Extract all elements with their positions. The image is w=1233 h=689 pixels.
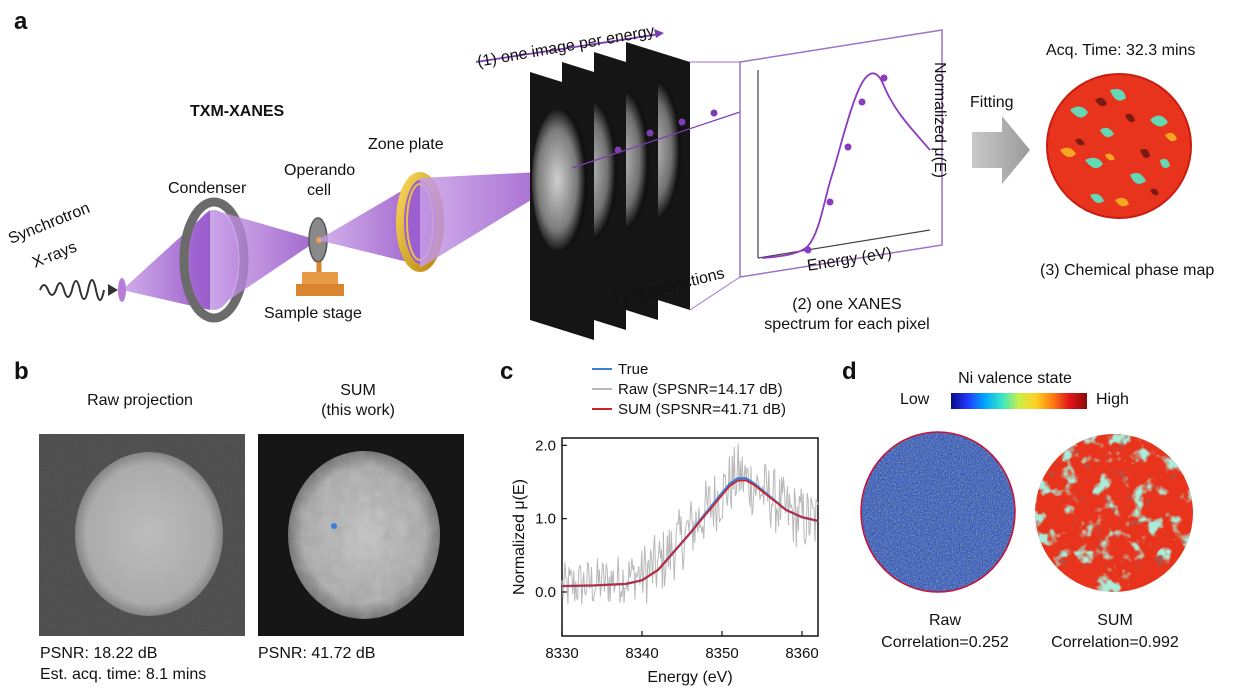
colorbar-title: Ni valence state [958, 370, 1072, 387]
colorbar-high: High [1096, 391, 1129, 408]
panel-letter-a: a [14, 8, 28, 35]
x-tick-label: 8350 [705, 645, 738, 662]
y-tick-label: 2.0 [535, 437, 556, 454]
x-tick-label: 8340 [625, 645, 658, 662]
operando-label: Operando [284, 162, 356, 179]
series-line-raw [561, 443, 819, 605]
fitting-arrow [972, 116, 1030, 184]
colorbar-low: Low [900, 391, 930, 408]
raw-acq-time: Est. acq. time: 8.1 mins [40, 666, 207, 683]
sample-stage-label: Sample stage [264, 305, 362, 322]
x-tick-label: 8360 [785, 645, 818, 662]
sample-stage [302, 272, 338, 284]
step2-label-line1: (2) one XANES [792, 296, 902, 313]
series-line-sum [561, 479, 819, 587]
txm-projection-stack [530, 42, 690, 340]
txm-xanes-schematic [39, 29, 1192, 340]
raw-valence-map [860, 431, 1016, 593]
xray-arrow-head [108, 284, 118, 296]
condenser-label: Condenser [168, 180, 247, 197]
fitting-label: Fitting [970, 94, 1014, 111]
acq-time-label: Acq. Time: 32.3 mins [1046, 42, 1196, 59]
sum-title-2: (this work) [321, 402, 395, 419]
panel-letter-c: c [500, 358, 514, 385]
raw-projection-image [39, 434, 245, 636]
y-tick-label: 1.0 [535, 511, 556, 528]
plot-frame [561, 437, 819, 637]
legend-entry: True [618, 361, 648, 378]
sum-projection-image [258, 434, 464, 636]
sum-valence-map [1035, 434, 1193, 592]
beam-cone-2 [214, 210, 318, 310]
inset-ylabel: Normalized μ(E) [931, 62, 948, 178]
txm-xanes-title: TXM-XANES [190, 103, 285, 120]
y-axis-label: Normalized μ(E) [511, 479, 528, 595]
raw-correlation: Correlation=0.252 [881, 634, 1009, 651]
sum-map-label: SUM [1097, 612, 1133, 629]
beam-cone-3 [318, 180, 420, 265]
raw-psnr: PSNR: 18.22 dB [40, 645, 158, 662]
chemical-phase-map-label: (3) Chemical phase map [1040, 262, 1215, 279]
inset-spectrum [689, 29, 943, 311]
chemical-phase-map [1046, 73, 1192, 219]
x-tick-label: 8330 [545, 645, 578, 662]
xray-wave [39, 279, 105, 301]
legend-entry: Raw (SPSNR=14.17 dB) [618, 381, 783, 398]
step2-label-line2: spectrum for each pixel [764, 316, 930, 333]
sum-correlation: Correlation=0.992 [1051, 634, 1179, 651]
y-tick-label: 0.0 [535, 584, 556, 601]
sum-psnr: PSNR: 41.72 dB [258, 645, 376, 662]
legend-entry: SUM (SPSNR=41.71 dB) [618, 401, 786, 418]
x-axis-label: Energy (eV) [647, 669, 732, 686]
zone-plate-label: Zone plate [368, 136, 444, 153]
ni-valence-colorbar [951, 393, 1087, 409]
raw-projection-title: Raw projection [87, 392, 193, 409]
panel-letter-b: b [14, 358, 29, 385]
raw-map-label: Raw [928, 612, 961, 629]
sum-title-1: SUM [340, 382, 376, 399]
cell-label: cell [306, 182, 331, 199]
selected-pixel-marker [331, 523, 337, 529]
panel-letter-d: d [842, 358, 857, 385]
